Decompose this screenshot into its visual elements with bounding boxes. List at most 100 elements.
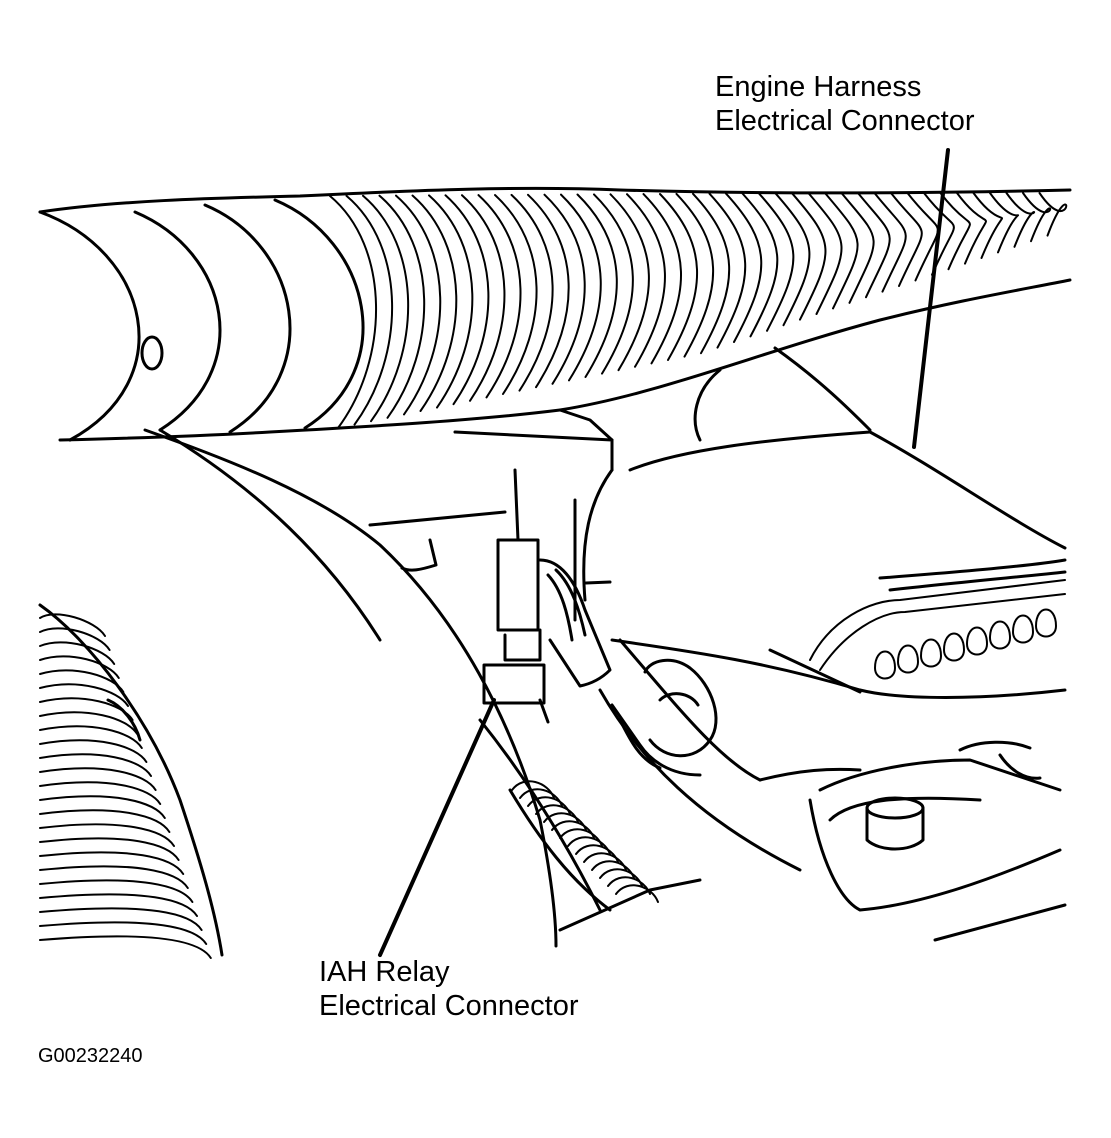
duct-rib [39,641,116,665]
duct-rib [791,192,827,321]
duct-rib [39,907,203,931]
body-structure [143,346,1067,948]
duct-rib [411,194,458,412]
harness-terminal [966,626,988,656]
harness-terminal [920,638,942,668]
duct-rib [477,194,522,399]
duct-rib [39,655,120,679]
duct-port [140,335,164,371]
duct-rib [659,193,698,361]
air-intake-duct [38,186,1072,442]
engine-harness-callout: Engine Harness Electrical Connector [715,70,975,138]
duct-rib [576,193,618,378]
duct-rib [560,193,602,382]
duct-rib [543,193,586,385]
duct-rib [642,193,683,365]
duct-rib [494,194,538,395]
duct-rib [708,192,747,349]
duct-ribs [38,192,1068,442]
duct-rib [133,210,222,432]
duct-rib [39,921,208,945]
thread-ridge [615,884,659,903]
duct-rib [989,192,1020,254]
harness-terminal [1035,608,1057,638]
harness-terminal [897,644,919,674]
duct-rib [593,193,634,375]
duct-rib [444,194,490,406]
duct-rib [39,627,111,651]
duct-rib [890,192,923,287]
duct-rib [39,879,194,903]
duct-rib [345,194,394,426]
duct-rib [362,194,410,423]
duct-rib [939,192,971,271]
figure-id: G00232240 [38,1045,143,1067]
duct-rib [675,192,715,358]
harness-terminal [874,650,896,680]
duct-rib [461,194,506,402]
hose-fitting [610,658,718,777]
duct-rib [1038,192,1068,237]
duct-rib [873,192,907,293]
duct-rib [273,198,365,430]
duct-rib [807,192,843,315]
harness-terminals [874,608,1057,680]
engine-harness-connector [768,558,1067,694]
iah-relay-callout: IAH Relay Electrical Connector [319,955,579,1023]
duct-rib [39,697,134,721]
engine-harness-callout-line2: Electrical Connector [715,105,975,137]
duct-rib [39,683,129,707]
mount-stud [865,740,1042,851]
duct-rib [39,669,125,693]
duct-rib [857,192,891,299]
duct-rib [378,194,426,419]
duct-rib [923,192,955,276]
threaded-boss [508,780,659,912]
lower-left-duct [38,603,224,959]
relay-connector-plug [482,663,546,705]
duct-rib [972,192,1003,259]
engine-harness-leader-line [912,148,950,449]
duct-rib [39,711,139,735]
duct-rib [39,613,106,637]
relay-connector-body [496,538,540,632]
duct-rib [626,193,666,368]
duct-rib [39,795,166,819]
duct-rib [39,753,152,777]
duct-rib [39,851,185,875]
duct-rib [39,739,148,763]
duct-rib [39,767,157,791]
duct-rib [428,194,474,409]
duct-rib [39,893,198,917]
duct-rib [395,194,442,416]
iah-relay-leader-line [378,698,496,957]
duct-rib [510,193,554,392]
duct-rib [329,195,378,429]
duct-rib [527,193,570,389]
duct-rib [39,837,180,861]
iah-relay-callout-line1: IAH Relay [319,956,450,988]
duct-rib [840,192,875,304]
duct-rib [39,823,175,847]
engine-harness-callout-line1: Engine Harness [715,71,922,103]
duct-rib [203,203,292,434]
iah-relay-connector [482,538,612,724]
duct-rib [39,809,171,833]
harness-terminal [943,632,965,662]
harness-terminal [1012,614,1034,644]
duct-rib [39,781,162,805]
duct-rib [692,192,731,355]
duct-rib [609,193,650,372]
duct-rib [38,210,141,442]
duct-rib [39,725,143,749]
harness-terminal [989,620,1011,650]
duct-rib [956,192,987,265]
duct-rib [39,935,212,959]
duct-rib [774,192,811,327]
duct-rib [824,192,859,310]
iah-relay-callout-line2: Electrical Connector [319,990,579,1022]
duct-rib [39,865,189,889]
duct-rib [725,192,763,343]
